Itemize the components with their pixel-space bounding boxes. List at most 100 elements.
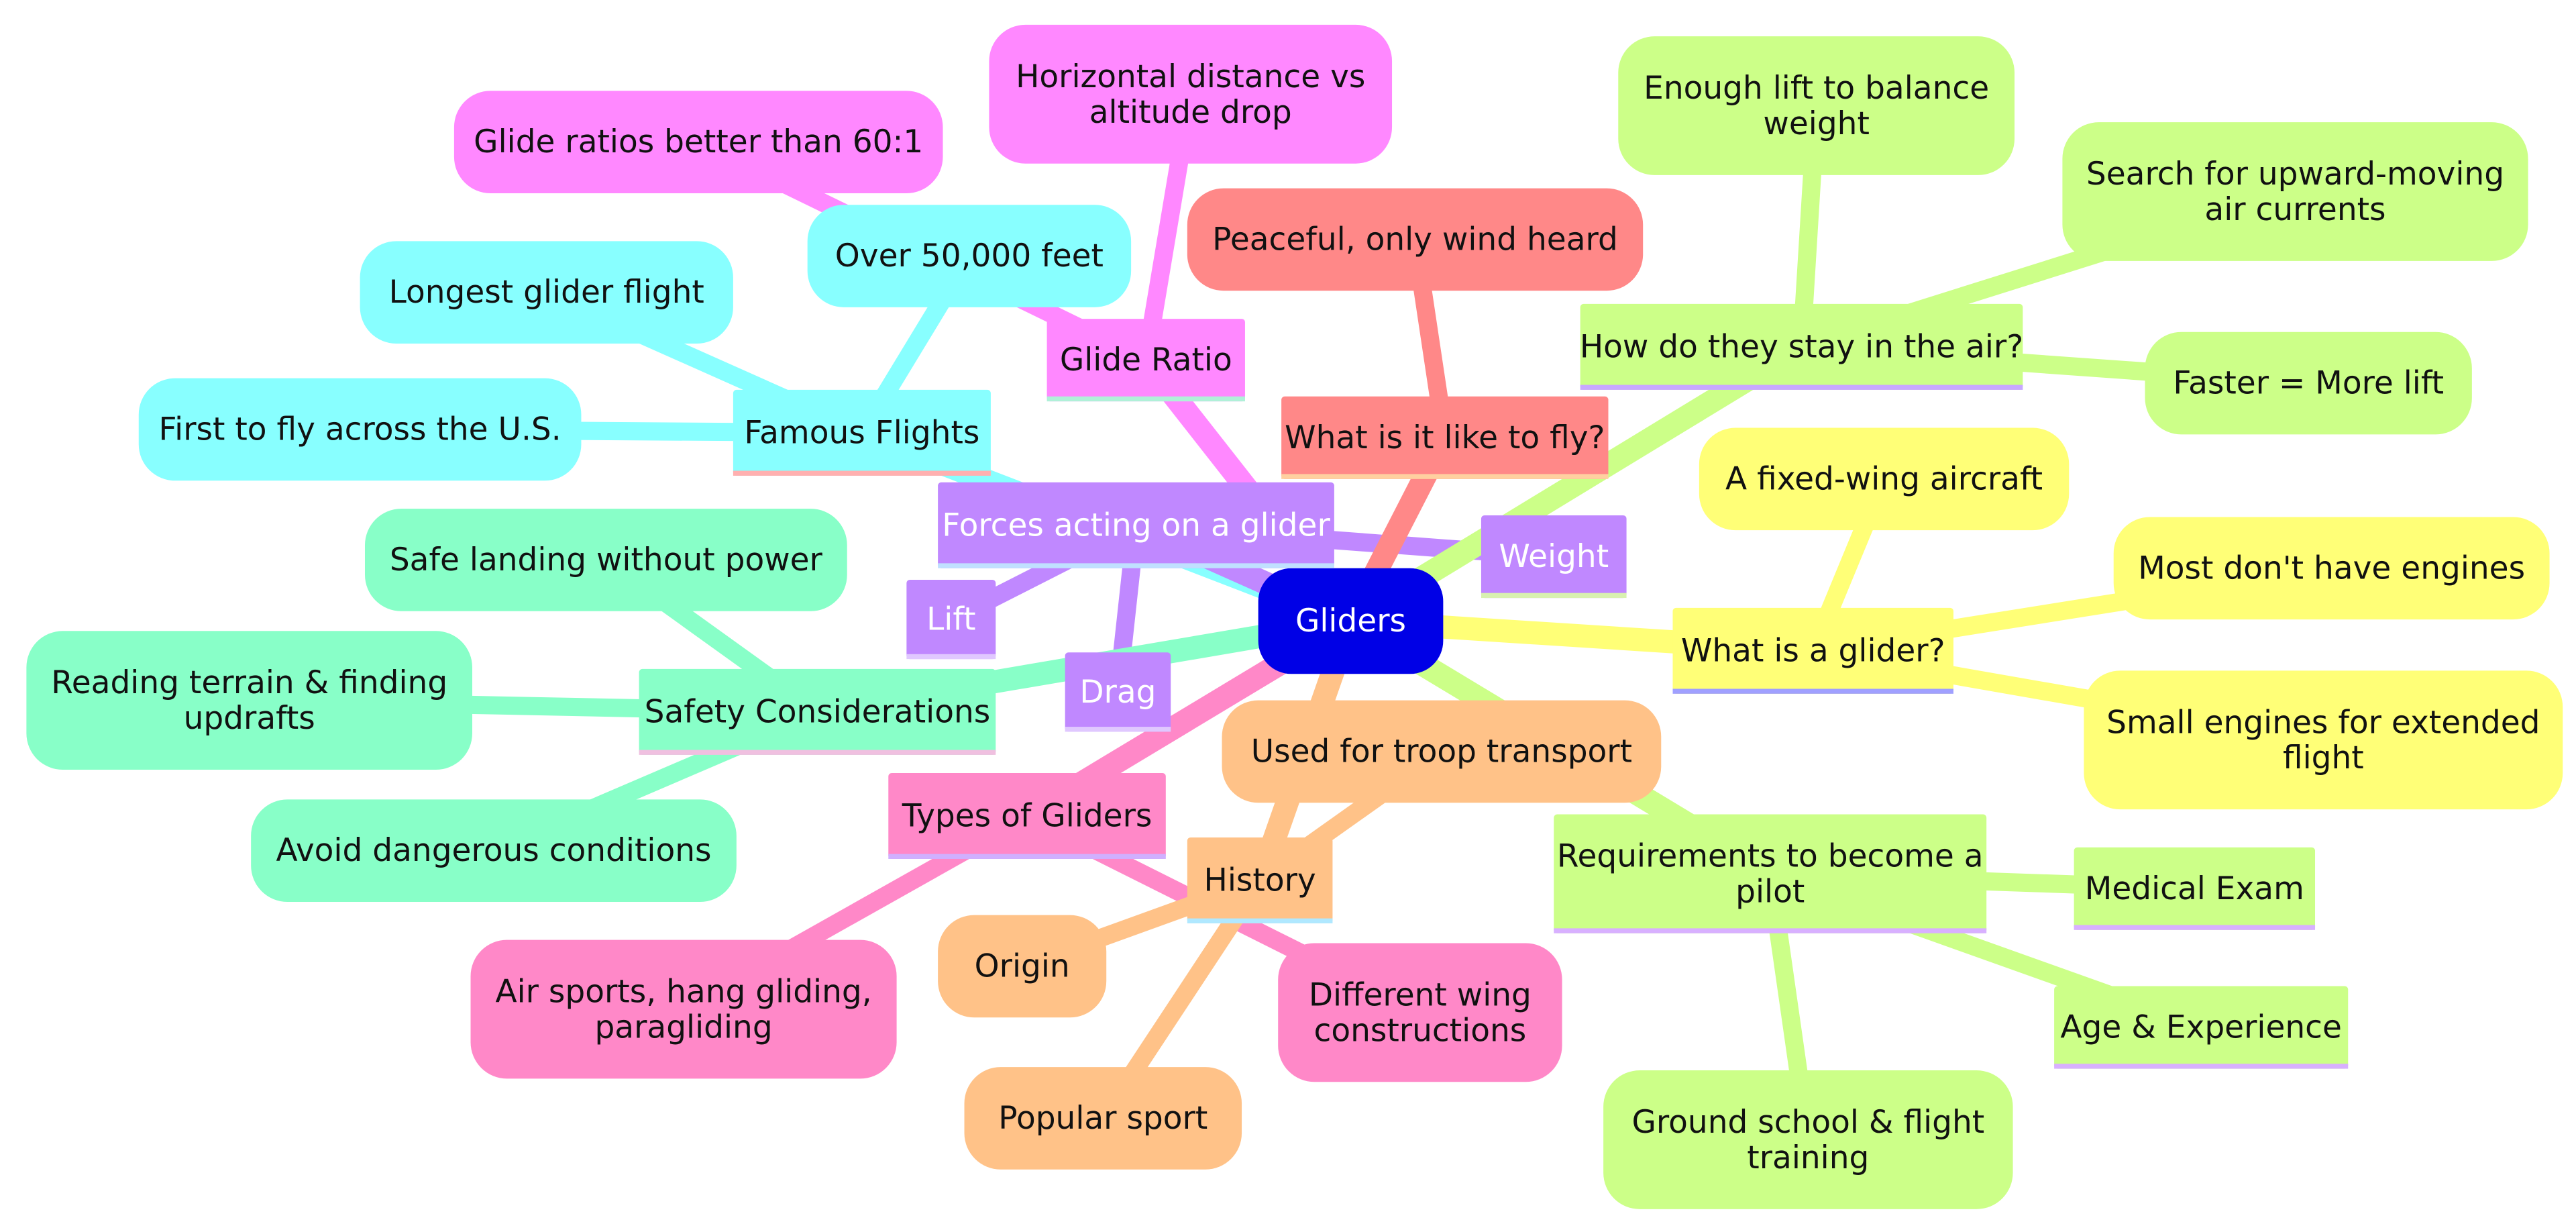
node-underline-req (1554, 928, 1987, 933)
node-underline-forces-c0 (1481, 593, 1627, 599)
node-box-flights-c1 (360, 241, 733, 344)
node-fly[interactable]: What is it like to fly? (1281, 396, 1609, 479)
node-glide[interactable]: Glide Ratio (1046, 319, 1245, 402)
node-flights[interactable]: Famous Flights (733, 389, 991, 476)
node-root[interactable]: Gliders (1258, 568, 1444, 674)
node-box-forces-c1 (906, 579, 996, 660)
node-label-flights-c0: Over 50,000 feet (835, 238, 1104, 274)
node-forces-c1[interactable]: Lift (906, 579, 996, 660)
node-label-history-c1: Origin (975, 948, 1070, 984)
node-forces-c2[interactable]: Drag (1065, 652, 1171, 732)
node-forces-c0[interactable]: Weight (1481, 515, 1627, 599)
node-underline-fly (1281, 474, 1609, 479)
node-label-safety-c2: Avoid dangerous conditions (276, 832, 711, 869)
node-forces[interactable]: Forces acting on a glider (938, 482, 1334, 568)
node-underline-glide (1046, 396, 1245, 402)
node-underline-req-c0 (2074, 925, 2316, 930)
node-req-c0[interactable]: Medical Exam (2074, 847, 2316, 930)
node-glide-c1[interactable]: Glide ratios better than 60:1 (453, 91, 943, 193)
node-label-glide-c1: Glide ratios better than 60:1 (474, 123, 923, 160)
node-box-req-c0 (2074, 847, 2316, 930)
node-label-history-c0: Used for troop transport (1251, 733, 1632, 770)
node-types-c0[interactable]: Air sports, hang gliding,paragliding (470, 939, 897, 1079)
node-label-history-c2: Popular sport (998, 1100, 1208, 1137)
node-label-forces: Forces acting on a glider (942, 507, 1330, 544)
node-history-c2[interactable]: Popular sport (964, 1067, 1242, 1170)
node-types[interactable]: Types of Gliders (888, 772, 1166, 859)
node-box-root (1258, 568, 1444, 674)
node-box-stay-c0 (1618, 36, 2015, 175)
node-label-safety-c0: Safe landing without power (390, 542, 823, 578)
node-underline-stay (1580, 385, 2023, 390)
node-box-history-c1 (938, 915, 1107, 1018)
node-label-what: What is a glider? (1681, 632, 1945, 669)
node-box-forces-c0 (1481, 515, 1627, 599)
node-box-fly (1281, 396, 1609, 479)
node-label-fly: What is it like to fly? (1285, 419, 1605, 456)
node-history-c0[interactable]: Used for troop transport (1222, 700, 1662, 803)
node-flights-c2[interactable]: First to fly across the U.S. (138, 378, 582, 481)
node-box-forces-c2 (1065, 652, 1171, 732)
node-label-history: History (1204, 862, 1316, 899)
node-box-glide (1046, 319, 1245, 402)
node-box-safety-c1 (26, 631, 472, 770)
node-box-flights-c0 (807, 205, 1132, 307)
node-label-stay-c2: Faster = More lift (2173, 365, 2444, 402)
node-box-fly-c0 (1187, 188, 1644, 291)
node-label-fly-c0: Peaceful, only wind heard (1212, 221, 1618, 258)
node-stay[interactable]: How do they stay in the air? (1580, 303, 2023, 390)
node-label-forces-c1: Lift (926, 601, 975, 638)
node-safety-c2[interactable]: Avoid dangerous conditions (251, 799, 737, 902)
node-box-what-c1 (2113, 517, 2550, 620)
node-flights-c0[interactable]: Over 50,000 feet (807, 205, 1132, 307)
node-req-c1[interactable]: Age & Experience (2054, 986, 2349, 1069)
node-fly-c0[interactable]: Peaceful, only wind heard (1187, 188, 1644, 291)
node-underline-safety (639, 750, 996, 755)
node-safety[interactable]: Safety Considerations (639, 668, 996, 755)
node-underline-forces (938, 563, 1334, 568)
node-what[interactable]: What is a glider? (1672, 607, 1953, 694)
node-box-stay (1580, 303, 2023, 390)
node-underline-history (1187, 918, 1333, 923)
node-stay-c2[interactable]: Faster = More lift (2145, 332, 2472, 435)
node-box-flights (733, 389, 991, 476)
node-label-what-c1: Most don't have engines (2138, 550, 2525, 586)
node-box-flights-c2 (138, 378, 582, 481)
node-flights-c1[interactable]: Longest glider flight (360, 241, 733, 344)
node-box-req-c1 (2054, 986, 2349, 1069)
node-safety-c0[interactable]: Safe landing without power (364, 509, 847, 611)
mindmap-nodes: Gliders Glide Ratio Horizontal distance vs… (26, 24, 2563, 1209)
node-history[interactable]: History (1187, 837, 1333, 923)
node-label-forces-c2: Drag (1079, 674, 1156, 711)
node-box-what (1672, 607, 1953, 694)
node-label-flights-c1: Longest glider flight (389, 274, 704, 311)
node-label-req-c1: Age & Experience (2060, 1009, 2342, 1046)
node-label-glide: Glide Ratio (1060, 342, 1232, 378)
node-history-c1[interactable]: Origin (938, 915, 1107, 1018)
node-box-forces (938, 482, 1334, 568)
node-label-what-c0: A fixed-wing aircraft (1725, 460, 2043, 497)
node-box-req (1554, 814, 1987, 933)
node-what-c1[interactable]: Most don't have engines (2113, 517, 2550, 620)
node-box-what-c0 (1699, 427, 2070, 531)
node-what-c0[interactable]: A fixed-wing aircraft (1699, 427, 2070, 531)
node-label-types-c0: Air sports, hang gliding,paragliding (495, 973, 871, 1046)
node-box-types (888, 772, 1166, 859)
node-box-req-c2 (1603, 1070, 2013, 1209)
node-box-history-c0 (1222, 700, 1662, 803)
node-label-stay: How do they stay in the air? (1580, 328, 2023, 365)
node-underline-forces-c1 (906, 654, 996, 660)
